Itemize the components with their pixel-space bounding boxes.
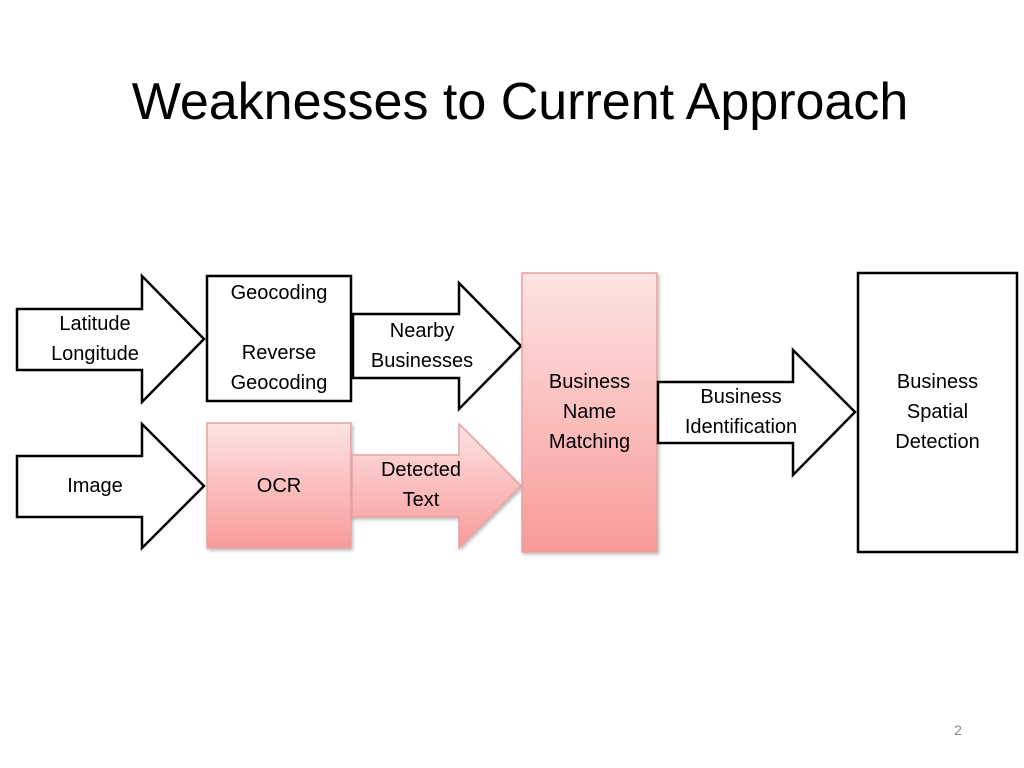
image-arrow — [15, 420, 206, 552]
detected-text-arrow — [351, 422, 523, 550]
ocr-box — [206, 422, 352, 549]
spatial-detection-box — [856, 271, 1019, 554]
name-matching-box — [521, 272, 658, 553]
nearby-businesses-arrow — [351, 279, 523, 413]
page-number: 2 — [954, 722, 962, 738]
slide-title: Weaknesses to Current Approach — [131, 73, 909, 131]
geocoding-box — [205, 274, 353, 403]
identification-arrow — [656, 346, 857, 479]
lat-long-arrow — [15, 272, 206, 406]
